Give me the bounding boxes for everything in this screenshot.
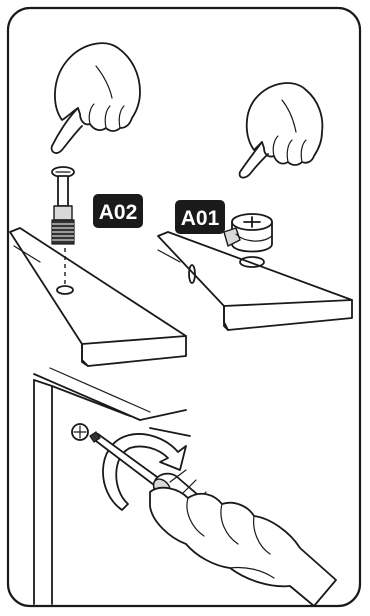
label-a01: A01 xyxy=(175,200,225,234)
cam-lock-slot-icon xyxy=(72,424,88,440)
label-a01-text: A01 xyxy=(181,207,220,230)
label-a02: A02 xyxy=(93,194,143,228)
label-a02-text: A02 xyxy=(99,201,138,224)
